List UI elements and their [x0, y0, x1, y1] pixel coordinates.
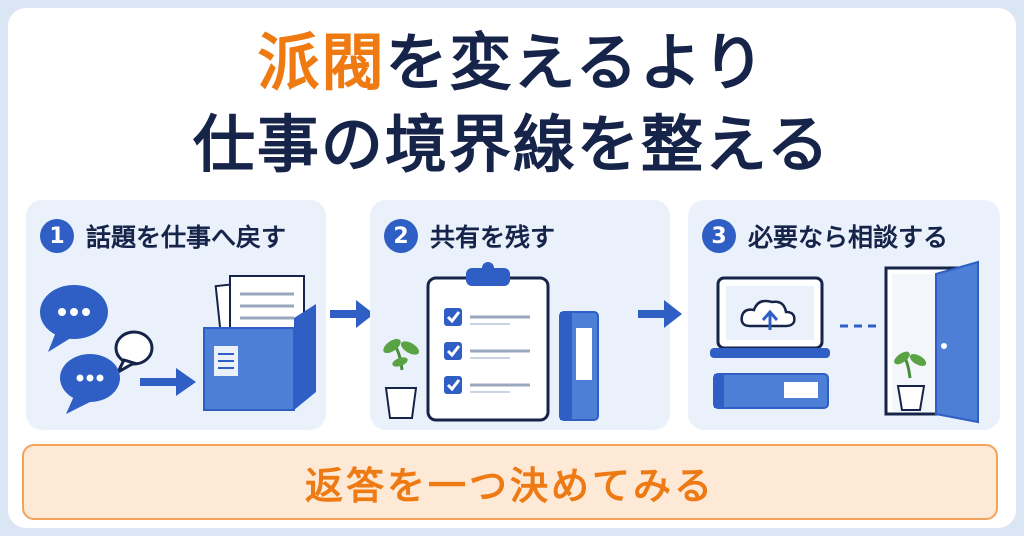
step-1-illustration	[40, 275, 316, 414]
headline-line-2: 仕事の境界線を整える	[192, 108, 832, 181]
binder-icon	[559, 311, 599, 421]
headline-rest: を変えるより	[385, 26, 767, 99]
clipboard-checklist-icon	[426, 262, 550, 422]
step-1-number: 1	[40, 219, 74, 253]
headline-accent: 派閥	[257, 26, 386, 99]
laptop-cloud-upload-icon	[710, 276, 830, 358]
step-2-illustration	[383, 262, 599, 422]
arrow-right-icon	[330, 300, 374, 328]
speech-bubbles-icon	[40, 285, 154, 414]
step-3-number: 3	[702, 219, 736, 253]
step-3-label: 必要なら相談する	[748, 223, 949, 252]
step-3-illustration	[710, 260, 979, 424]
step-2-number: 2	[384, 219, 418, 253]
arrow-right-icon	[638, 300, 682, 328]
plant-icon	[383, 338, 420, 419]
step-2-label: 共有を残す	[430, 223, 556, 252]
step-2-header: 2 共有を残す	[384, 218, 555, 254]
door-icon	[884, 260, 979, 424]
step-panel-2: 2 共有を残す	[370, 200, 670, 430]
call-to-action-banner: 返答を一つ決めてみる	[22, 444, 998, 520]
step-panel-3: 3 必要なら相談する	[688, 200, 1000, 430]
folder-icon	[203, 275, 316, 411]
binder-icon	[713, 373, 829, 409]
step-panel-1: 1 話題を仕事へ戻す	[26, 200, 326, 430]
step-3-header: 3 必要なら相談する	[702, 218, 948, 254]
plant-icon	[894, 351, 927, 411]
arrow-right-icon	[140, 368, 196, 396]
step-1-label: 話題を仕事へ戻す	[86, 223, 287, 252]
step-1-header: 1 話題を仕事へ戻す	[40, 218, 286, 254]
headline-line-1: 派閥を変えるより	[0, 26, 1024, 100]
